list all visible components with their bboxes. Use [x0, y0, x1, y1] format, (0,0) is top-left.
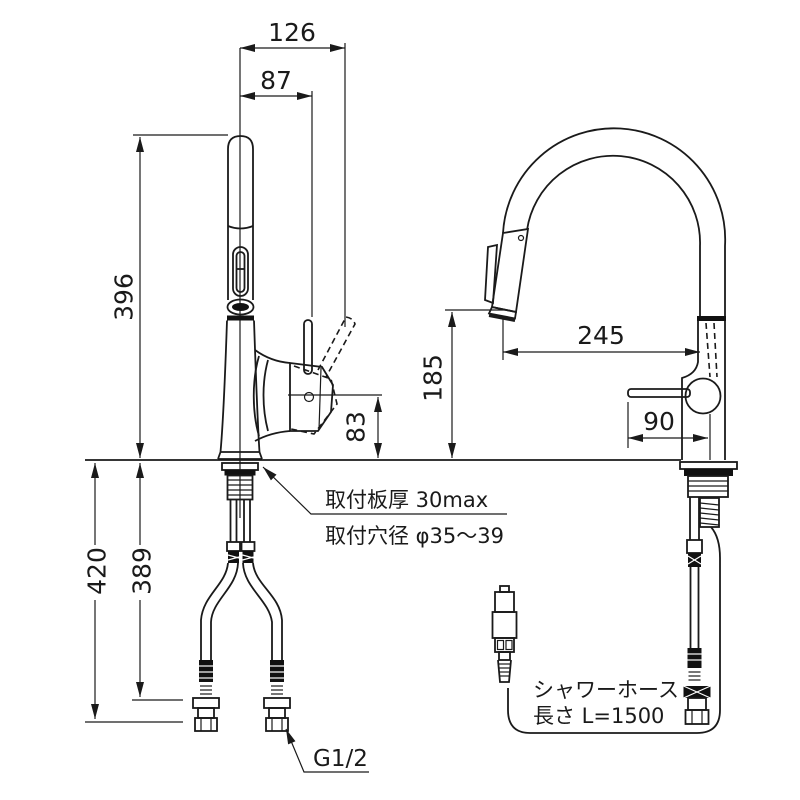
- spout-arch-inner: [526, 154, 701, 316]
- spray-joint-band: [227, 315, 254, 321]
- handle-front: [289, 316, 356, 435]
- g-half-nut-left: [194, 717, 218, 732]
- dim-handle-height-label: 83: [342, 411, 371, 443]
- dim-outlet-height-label: 185: [419, 354, 448, 402]
- g-half-nut-right: [265, 717, 289, 732]
- faucet-body-front: [219, 320, 291, 453]
- spray-head-side: [484, 227, 530, 322]
- shower-hose: [491, 526, 721, 734]
- shower-hose-connector: [491, 585, 518, 683]
- shower-hose-label-2: 長さ L=1500: [533, 704, 664, 728]
- dim-reach-label: 245: [577, 321, 625, 350]
- dim-lever-length-label: 90: [643, 407, 675, 436]
- mounting-plate-thickness-label: 取付板厚 30max: [325, 488, 488, 512]
- dimensions: 126 87 396 83 420 389 185 245 90: [83, 18, 708, 723]
- front-view: [192, 43, 356, 732]
- mounting-hardware-front: [217, 451, 263, 501]
- shower-hose-label-1: シャワーホース: [533, 678, 679, 702]
- joint-band-side: [697, 316, 726, 321]
- supply-hose-side: [683, 497, 711, 725]
- mounting-leader-line: [262, 466, 507, 515]
- handle-pivot: [303, 391, 315, 403]
- shower-hose-loop: [507, 526, 721, 734]
- dim-underdeck-total-label: 420: [83, 547, 112, 595]
- dim-underdeck-hose-label: 389: [128, 547, 157, 595]
- supply-hoses-front: [192, 499, 291, 732]
- dim-top-width-label: 126: [268, 18, 316, 47]
- spray-button: [232, 246, 249, 297]
- annotations: 取付板厚 30max 取付穴径 φ35～39 G1/2 シャワーホース 長さ L…: [262, 466, 679, 773]
- dim-height-label: 396: [110, 273, 139, 321]
- thread-leader-line: [285, 728, 369, 773]
- faucet-body-side: [627, 316, 726, 460]
- mounting-washer: [224, 470, 256, 476]
- threaded-shank: [226, 474, 254, 501]
- handle-lever-up: [303, 319, 313, 375]
- hose-spring: [699, 497, 720, 528]
- handle-lever-side: [627, 388, 691, 398]
- dim-handle-reach-label: 87: [260, 66, 292, 95]
- spray-ring: [226, 298, 255, 316]
- handle-joint-side: [684, 377, 722, 415]
- handle-lever-tilted-dashed: [317, 316, 356, 378]
- handle-hex-rotated-dashed: [290, 365, 338, 435]
- spout-arch-outer: [502, 127, 727, 316]
- side-view: [484, 127, 738, 734]
- mounting-hole-diameter-label: 取付穴径 φ35～39: [325, 524, 504, 548]
- thread-size-label: G1/2: [313, 746, 368, 772]
- mounting-hardware-side: [679, 461, 738, 528]
- spray-head-front: [226, 135, 255, 321]
